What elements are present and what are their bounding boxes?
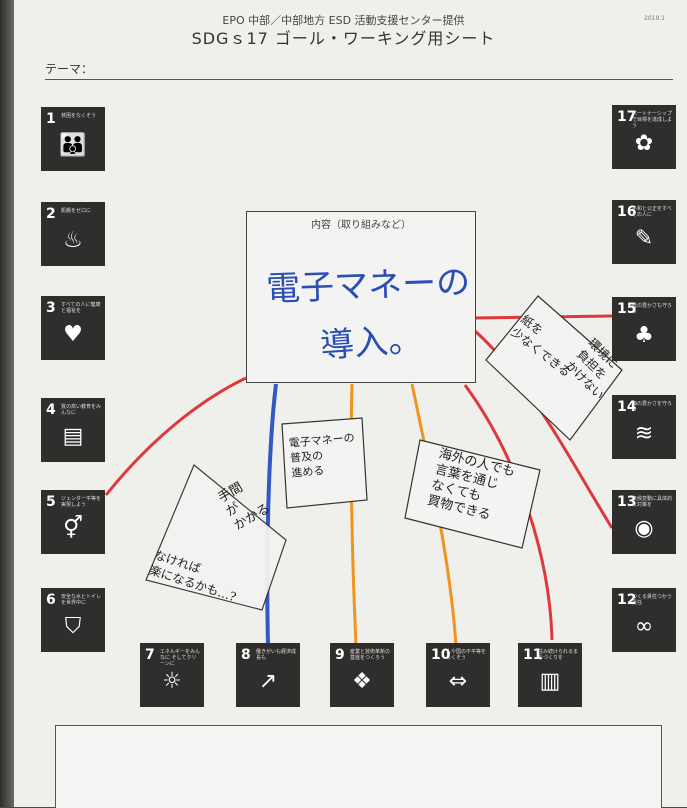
goal-label: ジェンダー平等を実現しよう <box>61 496 102 508</box>
sdg-goal-7: 7 エネルギーをみんなに そしてクリーンに ☼ <box>140 643 204 707</box>
note-box-3 <box>404 439 541 549</box>
bowl-icon: ♨ <box>63 228 83 253</box>
goal-label: 働きがいも経済成長も <box>256 649 297 661</box>
heartbeat-icon: ♥ <box>63 322 83 347</box>
theme-label: テーマ： <box>45 62 94 76</box>
sheet-title: SDGｓ17 ゴール・ワーキング用シート <box>191 29 496 48</box>
note-box-4 <box>485 295 623 441</box>
goal-label: 住み続けられるまちづくりを <box>538 649 579 661</box>
goal-label: 平和と公正をすべての人に <box>632 206 672 218</box>
goal-label: 飢餓をゼロに <box>61 208 92 214</box>
sun-icon: ☼ <box>162 669 182 694</box>
goal-number: 6 <box>46 592 56 608</box>
tree-icon: ♣ <box>634 323 654 348</box>
line-to-goal-8 <box>265 383 278 646</box>
goal-label: エネルギーをみんなに そしてクリーンに <box>160 649 201 667</box>
line-to-goal-5 <box>104 376 247 496</box>
goal-number: 4 <box>46 402 56 418</box>
goal-label: 貧困をなくそう <box>61 113 97 119</box>
theme-underline <box>45 79 673 80</box>
cubes-icon: ❖ <box>352 669 372 694</box>
goal-number: 14 <box>617 399 637 415</box>
goal-label: 気候変動に具体的な対策を <box>632 496 673 508</box>
content-label: 内容（取り組みなど） <box>311 220 411 231</box>
infinity-icon: ∞ <box>634 614 654 639</box>
goal-label: 陸の豊かさも守ろう <box>632 303 673 315</box>
flower-icon: ✿ <box>634 131 654 156</box>
fish-icon: ≋ <box>634 421 654 446</box>
note-box-1 <box>281 417 368 509</box>
sdg-goal-2: 2 飢餓をゼロに ♨ <box>41 202 105 266</box>
goal-label: 安全な水とトイレを世界中に <box>61 594 102 606</box>
bottom-notes-box <box>55 725 662 808</box>
city-icon: ▥ <box>539 669 561 694</box>
goal-label: パートナーシップで目標を達成しよう <box>632 111 673 129</box>
goal-number: 11 <box>523 647 543 663</box>
note-1: 電子マネーの 普及の 進める <box>288 430 358 481</box>
goal-number: 10 <box>431 647 451 663</box>
goal-number: 17 <box>617 109 637 125</box>
chart-icon: ↗ <box>258 669 278 694</box>
goal-label: 産業と技術革新の基盤をつくろう <box>350 649 391 661</box>
sdg-goal-8: 8 働きがいも経済成長も ↗ <box>236 643 300 707</box>
dove-icon: ✎ <box>634 226 654 251</box>
note-box-2 <box>145 464 287 611</box>
goal-number: 9 <box>335 647 345 663</box>
goal-number: 1 <box>46 111 56 127</box>
content-box: 内容（取り組みなど） <box>246 211 476 383</box>
center-text-line2: 導入。 <box>318 319 424 367</box>
goal-number: 2 <box>46 206 56 222</box>
provider-line: EPO 中部／中部地方 ESD 活動支援センター提供 <box>222 14 465 27</box>
goal-number: 8 <box>241 647 251 663</box>
goal-label: すべての人に健康と福祉を <box>61 302 101 314</box>
sdg-goal-3: 3 すべての人に健康と福祉を ♥ <box>41 296 105 360</box>
goal-label: つくる責任つかう責任 <box>632 594 672 606</box>
equality-icon: ⇔ <box>448 669 468 694</box>
sdg-goal-4: 4 質の高い教育をみんなに ▤ <box>41 398 105 462</box>
eye-globe-icon: ◉ <box>634 516 654 541</box>
goal-number: 3 <box>46 300 56 316</box>
goal-label: 人や国の不平等をなくそう <box>446 649 487 661</box>
goal-label: 海の豊かさを守ろう <box>632 401 673 413</box>
sdg-goal-5: 5 ジェンダー平等を実現しよう ⚥ <box>41 490 105 554</box>
sdg-goal-1: 1 貧困をなくそう 👪 <box>41 107 105 171</box>
people-icon: 👪 <box>59 133 87 158</box>
goal-number: 12 <box>617 592 637 608</box>
goal-number: 7 <box>145 647 155 663</box>
book-icon: ▤ <box>62 424 84 449</box>
date-mark: 2019.1 <box>644 15 665 22</box>
center-text-line1: 電子マネーの <box>265 262 471 310</box>
goal-number: 16 <box>617 204 637 220</box>
sdg-goal-6: 6 安全な水とトイレを世界中に ⛉ <box>41 588 105 652</box>
photo-background-edge <box>0 0 14 807</box>
goal-number: 13 <box>617 494 637 510</box>
goal-label: 質の高い教育をみんなに <box>61 404 102 416</box>
gender-icon: ⚥ <box>63 516 83 541</box>
line-to-goal-9 <box>349 383 358 646</box>
goal-number: 15 <box>617 301 637 317</box>
sdg-goal-9: 9 産業と技術革新の基盤をつくろう ❖ <box>330 643 394 707</box>
goal-number: 5 <box>46 494 56 510</box>
water-icon: ⛉ <box>64 614 82 639</box>
